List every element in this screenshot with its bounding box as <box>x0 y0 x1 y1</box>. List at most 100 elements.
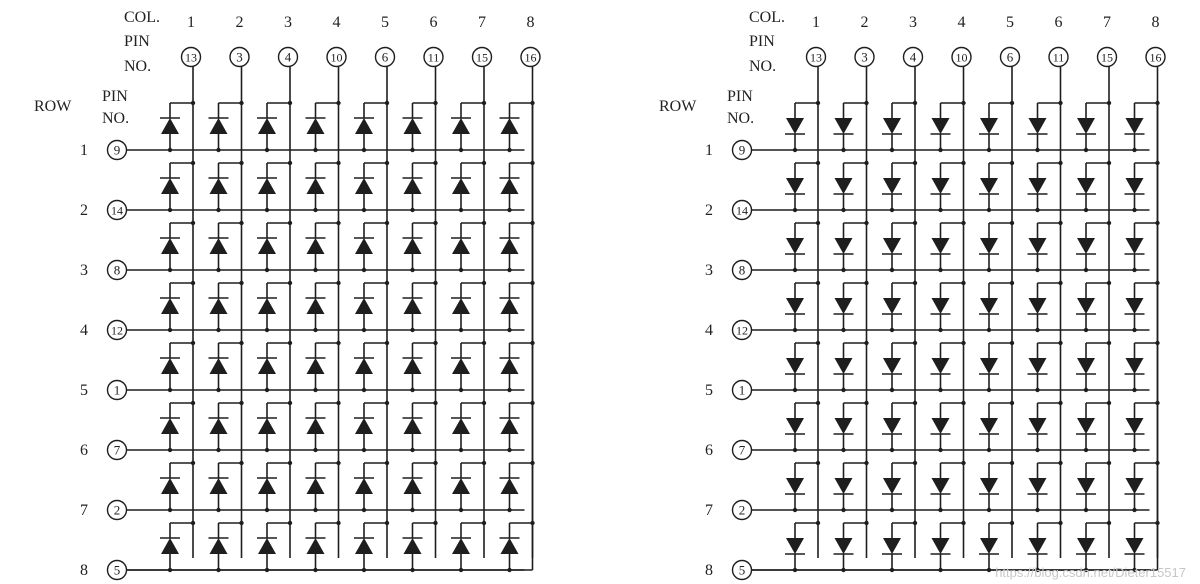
junction-dot <box>1058 400 1063 406</box>
diode-triangle <box>452 418 470 434</box>
junction-dot <box>961 340 966 346</box>
led-diode-icon <box>305 297 326 314</box>
led-diode-icon <box>257 117 277 134</box>
junction-dot <box>410 507 415 513</box>
junction-dot <box>384 100 390 106</box>
row-header-pin: PIN <box>727 88 753 105</box>
pin-number: 5 <box>114 563 121 578</box>
led-diode-icon <box>882 538 902 555</box>
col-pin: 13 <box>180 46 202 68</box>
junction-dot <box>239 100 244 106</box>
led-diode-icon <box>451 357 471 374</box>
junction-dot <box>458 447 464 453</box>
junction-dot <box>864 160 869 166</box>
junction-dot <box>410 387 415 393</box>
junction-dot <box>313 327 318 333</box>
led-diode-icon <box>208 417 229 434</box>
led-diode-icon <box>785 298 805 315</box>
junction-dot <box>458 147 464 153</box>
junction-dot <box>167 327 173 333</box>
junction-dot <box>190 340 196 346</box>
pin-circle <box>106 439 128 461</box>
led-diode-icon <box>305 117 326 134</box>
led-diode-icon <box>785 478 805 495</box>
diode-triangle <box>355 298 373 314</box>
junction-dot <box>433 220 438 226</box>
col-pin: 13 <box>805 46 827 68</box>
diode-triangle <box>980 238 998 254</box>
junction-dot <box>1009 520 1015 526</box>
row-pin: 12 <box>106 319 128 341</box>
pin-circle <box>731 139 753 161</box>
diode-triangle <box>306 538 325 554</box>
junction-dot <box>507 147 512 153</box>
junction-dot <box>864 460 869 466</box>
diode-triangle <box>1125 538 1144 554</box>
junction-dot <box>361 387 367 393</box>
diode-triangle <box>786 238 804 254</box>
junction-dot <box>1155 520 1160 526</box>
junction-dot <box>841 507 846 513</box>
col-number: 8 <box>1152 14 1160 31</box>
junction-dot <box>912 220 918 226</box>
junction-dot <box>190 520 196 526</box>
led-diode-icon <box>1124 298 1145 315</box>
junction-dot <box>190 460 196 466</box>
junction-dot <box>961 100 966 106</box>
junction-dot <box>384 160 390 166</box>
diode-triangle <box>258 538 276 554</box>
diode-triangle <box>1077 238 1095 254</box>
led-diode-icon <box>1076 478 1096 495</box>
diode-triangle <box>1125 418 1144 434</box>
row-number: 6 <box>705 442 713 459</box>
pin-number: 10 <box>331 51 343 65</box>
pin-number: 8 <box>739 263 746 278</box>
diode-triangle <box>355 358 373 374</box>
junction-dot <box>507 447 512 453</box>
junction-dot <box>938 207 943 213</box>
pin-circle <box>106 259 128 281</box>
diode-triangle <box>931 178 950 194</box>
junction-dot <box>986 147 992 153</box>
junction-dot <box>287 280 293 286</box>
diode-triangle <box>1077 538 1095 554</box>
junction-dot <box>336 160 341 166</box>
col-pin: 6 <box>374 46 396 68</box>
led-diode-icon <box>499 417 520 434</box>
row-number: 1 <box>705 142 713 159</box>
row-pin: 14 <box>106 199 128 221</box>
junction-dot <box>336 400 341 406</box>
junction-dot <box>287 400 293 406</box>
junction-dot <box>1106 160 1112 166</box>
col-number: 4 <box>333 14 341 31</box>
led-diode-icon <box>1076 418 1096 435</box>
led-diode-icon <box>833 358 854 375</box>
led-diode-icon <box>257 537 277 554</box>
led-diode-icon <box>451 237 471 254</box>
junction-dot <box>384 520 390 526</box>
col-number: 1 <box>187 14 195 31</box>
col-number: 3 <box>909 14 917 31</box>
junction-dot <box>507 387 512 393</box>
led-diode-icon <box>402 357 423 374</box>
diode-triangle <box>1028 178 1047 194</box>
diode-triangle <box>161 418 179 434</box>
row-pin: 12 <box>731 319 753 341</box>
pin-number: 16 <box>1150 51 1162 65</box>
led-diode-icon <box>354 117 374 134</box>
junction-dot <box>336 520 341 526</box>
junction-dot <box>313 267 318 273</box>
led-diode-icon <box>1124 238 1145 255</box>
junction-dot <box>1058 340 1063 346</box>
diode-triangle <box>931 298 950 314</box>
diode-triangle <box>883 418 901 434</box>
junction-dot <box>912 280 918 286</box>
led-diode-icon <box>499 237 520 254</box>
junction-dot <box>481 400 487 406</box>
led-diode-icon <box>208 237 229 254</box>
led-diode-icon <box>833 418 854 435</box>
junction-dot <box>410 447 415 453</box>
junction-dot <box>815 100 821 106</box>
led-diode-icon <box>1076 238 1096 255</box>
diode-triangle <box>883 118 901 134</box>
